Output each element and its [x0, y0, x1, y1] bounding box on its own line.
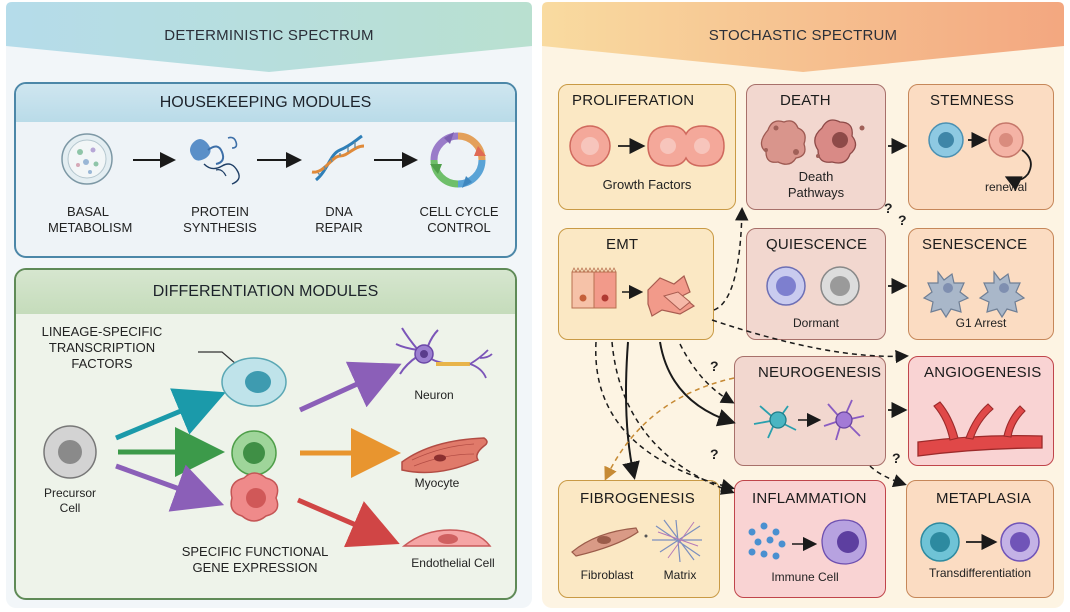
fibrogenesis-title: FIBROGENESIS: [580, 490, 695, 507]
hk-label-line2: METABOLISM: [48, 220, 133, 235]
fibrogenesis-module: [558, 480, 720, 598]
tf-label-line: LINEAGE-SPECIFIC: [41, 324, 163, 339]
emt-icon: [571, 267, 696, 317]
endothelial-label: Endothelial Cell: [411, 556, 495, 570]
dying-cells-icon: [760, 119, 865, 165]
stemness-title: STEMNESS: [930, 92, 1015, 109]
inflammation-title: INFLAMMATION: [752, 490, 867, 507]
precursor-label-line: Cell: [59, 501, 81, 515]
stochastic-banner: [542, 2, 1064, 72]
inflammation-icon: [748, 522, 786, 560]
hk-label-line2: CONTROL: [427, 220, 491, 235]
metaplasia-title: METAPLASIA: [936, 490, 1032, 507]
proliferation-title: PROLIFERATION: [572, 92, 695, 109]
tf-label: LINEAGE-SPECIFIC TRANSCRIPTION FACTORS: [22, 324, 182, 372]
deterministic-title: DETERMINISTIC SPECTRUM: [164, 27, 374, 44]
hk-label-line2: SYNTHESIS: [183, 220, 257, 235]
housekeeping-header: [16, 84, 515, 122]
stemness-icon: [928, 122, 1032, 191]
hk-label-protein: PROTEIN SYNTHESIS: [175, 204, 265, 236]
inflammation-caption: Immune Cell: [771, 570, 839, 584]
quiescence-caption: Dormant: [792, 316, 839, 330]
quiescence-icon: [766, 266, 860, 306]
question-mark: ?: [710, 446, 719, 462]
neurogenesis-icon: [753, 399, 865, 441]
question-mark: ?: [892, 450, 901, 466]
hk-label-line1: BASAL: [67, 204, 109, 219]
question-mark: ?: [884, 200, 893, 216]
differentiation-title: DIFFERENTIATION MODULES: [152, 283, 379, 300]
question-mark: ?: [710, 358, 719, 374]
immune-cell-icon: [821, 519, 867, 565]
housekeeping-title: HOUSEKEEPING MODULES: [159, 94, 372, 111]
metaplasia-caption: Transdifferentiation: [928, 566, 1032, 580]
differentiation-header: [16, 270, 515, 314]
stochastic-title: STOCHASTIC SPECTRUM: [708, 27, 898, 44]
death-caption-line: Pathways: [787, 185, 845, 200]
angiogenesis-icon: [917, 401, 1043, 457]
gene-label-line: SPECIFIC FUNCTIONAL: [181, 544, 329, 559]
hk-label-dna: DNA REPAIR: [299, 204, 379, 236]
neurogenesis-title: NEUROGENESIS: [758, 364, 882, 381]
fibrogenesis-icon: [571, 519, 702, 563]
deterministic-banner: [6, 2, 532, 72]
protein-icon: [190, 136, 240, 185]
death-caption: Death Pathways: [776, 169, 856, 201]
basal-metabolism-icon: [61, 133, 113, 185]
emt-title: EMT: [606, 236, 639, 253]
senescence-caption: G1 Arrest: [955, 316, 1007, 330]
cell-cycle-icon: [430, 132, 486, 188]
neuron-label: Neuron: [414, 388, 454, 402]
hk-label-line2: REPAIR: [315, 220, 363, 235]
death-title: DEATH: [780, 92, 831, 109]
proliferation-caption: Growth Factors: [602, 177, 692, 192]
endothelial-cell-icon: [401, 529, 492, 547]
dna-icon: [311, 134, 365, 182]
hk-label-line1: CELL CYCLE: [419, 204, 499, 219]
gene-label-line: GENE EXPRESSION: [192, 560, 318, 575]
myocyte-icon: [401, 437, 488, 474]
fibroblast-caption: Fibroblast: [580, 568, 634, 582]
angiogenesis-title: ANGIOGENESIS: [924, 364, 1042, 381]
death-caption-line: Death: [798, 169, 834, 184]
matrix-caption: Matrix: [663, 568, 697, 582]
hk-label-cellcycle: CELL CYCLE CONTROL: [412, 204, 506, 236]
hk-label-line1: DNA: [325, 204, 353, 219]
metaplasia-icon: [920, 522, 1040, 562]
myocyte-label: Myocyte: [414, 476, 460, 490]
quiescence-title: QUIESCENCE: [766, 236, 868, 253]
gene-expression-label: SPECIFIC FUNCTIONAL GENE EXPRESSION: [150, 544, 360, 576]
hk-label-basal: BASAL METABOLISM: [48, 204, 133, 236]
question-mark: ?: [898, 212, 907, 228]
neuron-icon: [395, 327, 493, 379]
precursor-label: Precursor Cell: [40, 486, 100, 516]
senescence-icon: [922, 270, 1026, 319]
tf-label-line: FACTORS: [71, 356, 133, 371]
tf-label-line: TRANSCRIPTION: [48, 340, 156, 355]
proliferation-icon: [569, 125, 725, 167]
precursor-label-line: Precursor: [43, 486, 96, 500]
hk-label-line1: PROTEIN: [191, 204, 249, 219]
senescence-title: SENESCENCE: [922, 236, 1028, 253]
